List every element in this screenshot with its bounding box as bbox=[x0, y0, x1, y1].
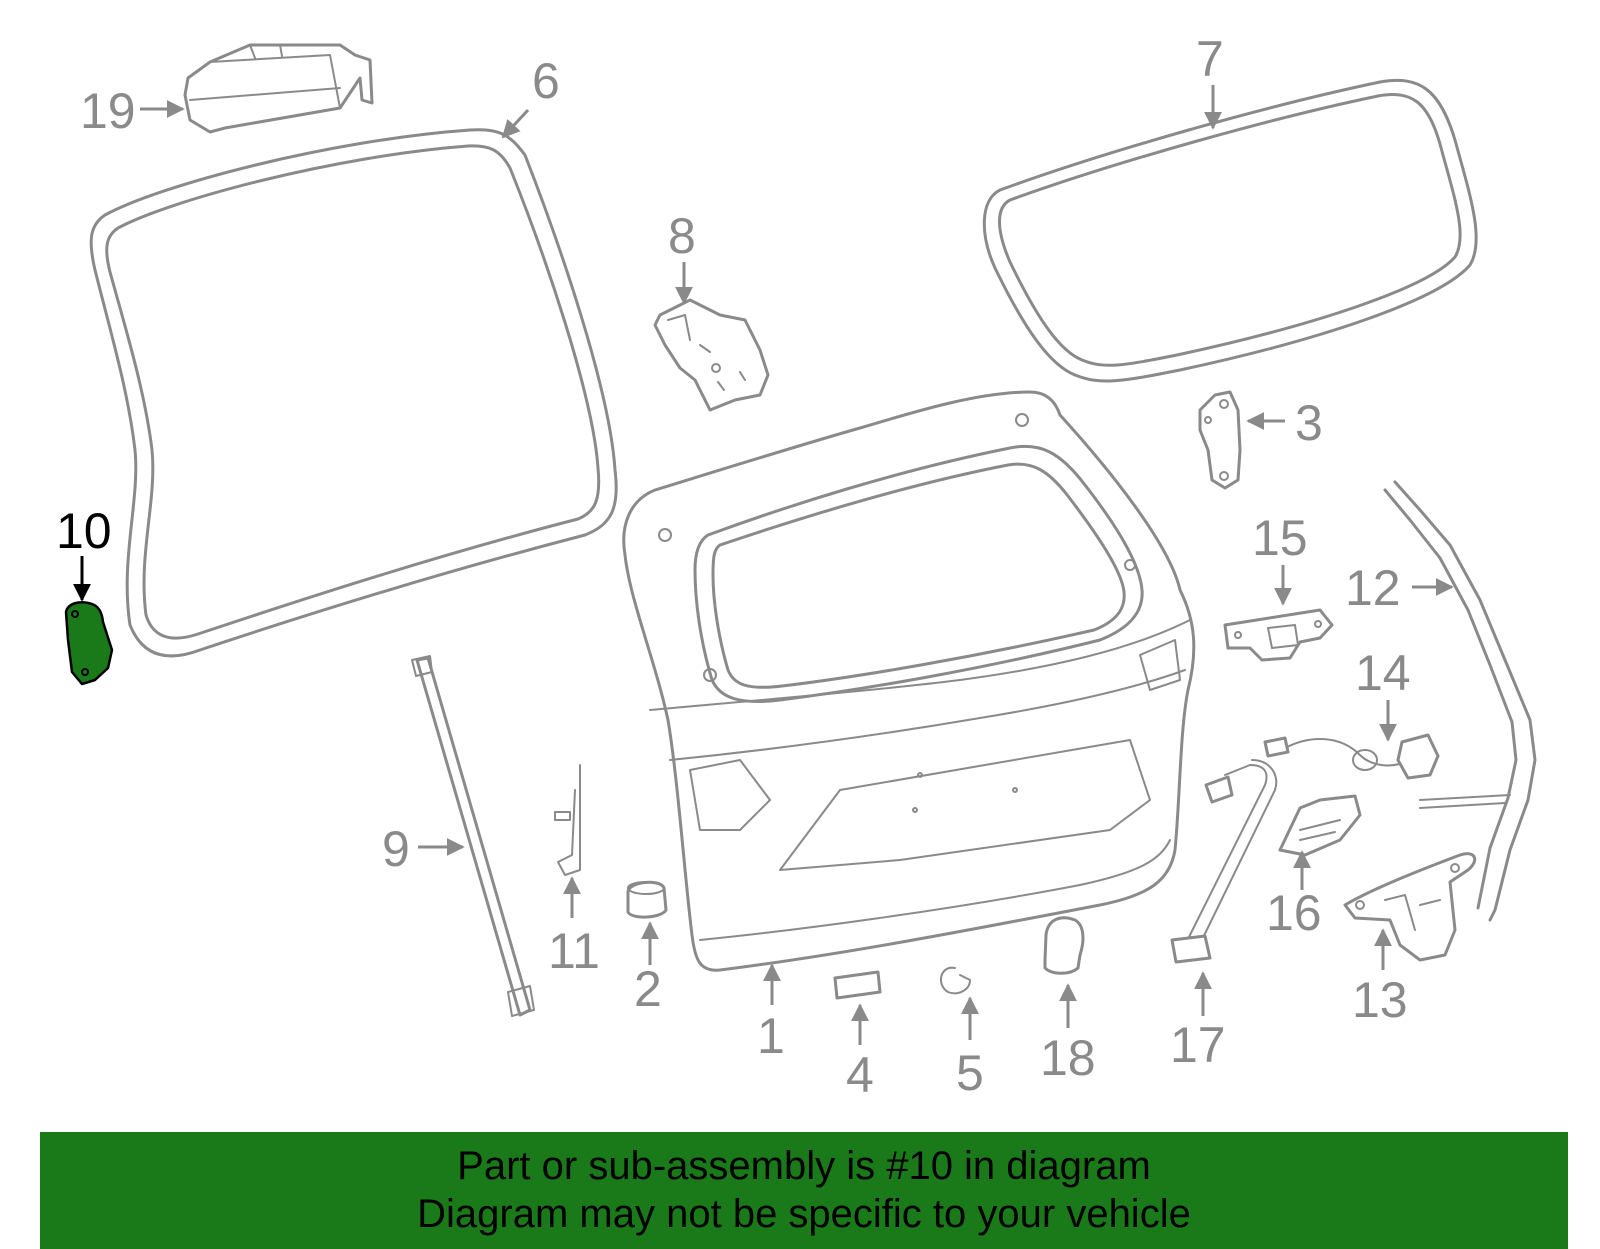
part-10-bracket-highlighted[interactable] bbox=[64, 601, 114, 686]
callout-labels: 19 6 7 8 3 15 12 14 10 9 11 2 1 4 5 18 1… bbox=[56, 31, 1411, 1103]
callout-16: 16 bbox=[1266, 885, 1322, 941]
callout-7: 7 bbox=[1196, 31, 1224, 87]
callout-3: 3 bbox=[1295, 395, 1323, 451]
callout-13: 13 bbox=[1352, 972, 1408, 1028]
callout-17: 17 bbox=[1170, 1017, 1226, 1073]
callout-9: 9 bbox=[382, 821, 410, 877]
part-18-cap[interactable] bbox=[1043, 916, 1085, 975]
callout-8: 8 bbox=[668, 208, 696, 264]
info-banner: Part or sub-assembly is #10 in diagram D… bbox=[40, 1132, 1568, 1249]
part-11-bracket[interactable] bbox=[554, 764, 581, 876]
part-19-module[interactable] bbox=[183, 43, 374, 134]
callout-15: 15 bbox=[1252, 510, 1308, 566]
callout-arrows bbox=[73, 85, 1454, 1045]
callout-4: 4 bbox=[846, 1047, 874, 1103]
part-14-harness[interactable] bbox=[1263, 733, 1440, 780]
part-12-garnish[interactable] bbox=[1383, 480, 1537, 922]
part-2-bumper[interactable] bbox=[626, 880, 668, 919]
part-8-hinge[interactable] bbox=[653, 298, 770, 412]
part-6-weatherstrip[interactable] bbox=[89, 128, 618, 658]
callout-14: 14 bbox=[1355, 645, 1411, 701]
part-1-liftgate[interactable] bbox=[622, 390, 1196, 972]
part-3-bracket[interactable] bbox=[1198, 390, 1242, 490]
part-5-clip[interactable] bbox=[939, 966, 971, 995]
part-15-bracket[interactable] bbox=[1223, 608, 1334, 662]
banner-line-2: Diagram may not be specific to your vehi… bbox=[417, 1192, 1191, 1236]
callout-18: 18 bbox=[1040, 1030, 1096, 1086]
callout-19: 19 bbox=[80, 83, 136, 139]
callout-6: 6 bbox=[532, 53, 560, 109]
callout-11: 11 bbox=[548, 923, 600, 979]
callout-10: 10 bbox=[56, 503, 112, 559]
callout-2: 2 bbox=[634, 961, 662, 1017]
callout-5: 5 bbox=[956, 1045, 984, 1101]
part-16-switch[interactable] bbox=[1278, 794, 1362, 857]
part-9-strut[interactable] bbox=[411, 655, 535, 1017]
banner-line-1: Part or sub-assembly is #10 in diagram bbox=[457, 1144, 1151, 1188]
part-7-glass-seal[interactable] bbox=[982, 78, 1478, 383]
callout-12: 12 bbox=[1345, 560, 1401, 616]
callout-1: 1 bbox=[757, 1008, 785, 1064]
part-4-label[interactable] bbox=[833, 970, 882, 1000]
part-17-harness[interactable] bbox=[1170, 759, 1278, 964]
part-13-latch[interactable] bbox=[1343, 852, 1477, 962]
